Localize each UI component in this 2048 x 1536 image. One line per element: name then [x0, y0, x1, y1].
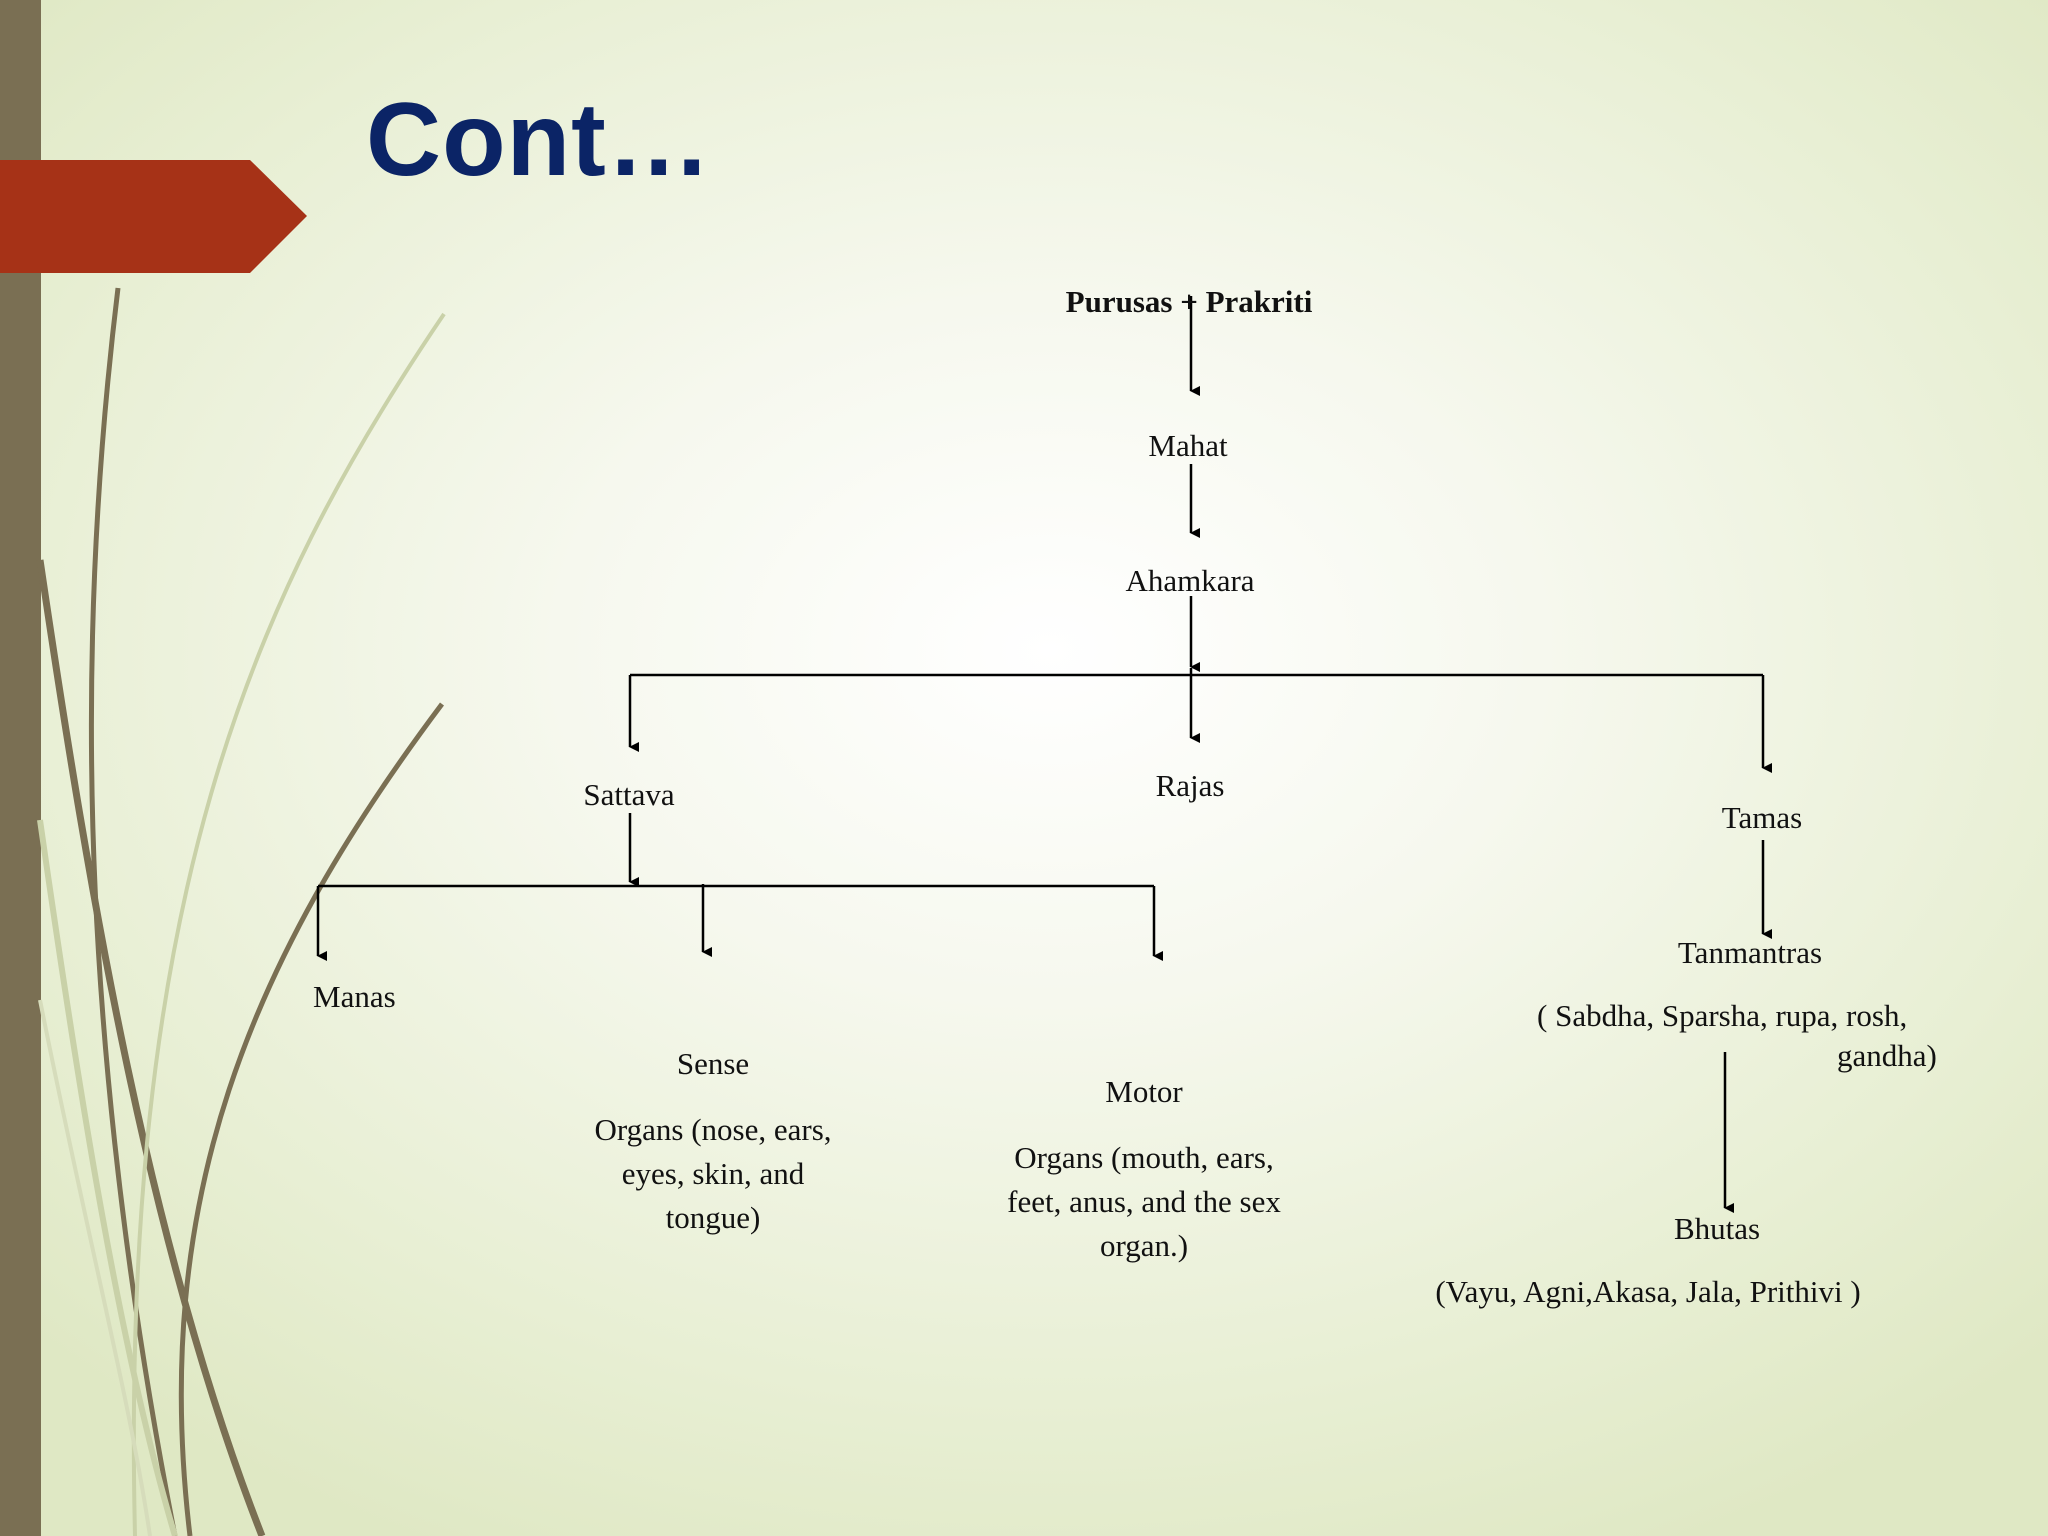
node-bhutas: Bhutas — [1673, 1211, 1761, 1246]
node-sense-desc-line-2: eyes, skin, and — [621, 1156, 805, 1191]
node-sense-desc-line-3: tongue) — [665, 1200, 761, 1235]
node-purusas-prakriti: Purusas + Prakriti — [1065, 284, 1313, 319]
node-sense-desc-line-1: Organs (nose, ears, — [594, 1112, 832, 1147]
node-tamas: Tamas — [1721, 800, 1803, 835]
node-tanmantras-desc-line-2: gandha) — [1837, 1038, 1937, 1073]
node-motor-title: Motor — [1105, 1074, 1183, 1109]
node-motor-desc-line-2: feet, anus, and the sex — [1007, 1184, 1281, 1219]
node-tanmantras-desc-line-1: ( Sabdha, Sparsha, rupa, rosh, — [1537, 998, 1908, 1033]
node-rajas: Rajas — [1155, 768, 1225, 803]
node-mahat: Mahat — [1148, 428, 1228, 463]
title-arrow-banner — [0, 160, 307, 273]
node-motor-desc-line-3: organ.) — [1099, 1228, 1189, 1263]
node-sattava: Sattava — [583, 777, 675, 812]
node-tanmantras: Tanmantras — [1677, 935, 1823, 970]
node-bhutas-desc: (Vayu, Agni,Akasa, Jala, Prithivi ) — [1435, 1274, 1861, 1309]
node-manas: Manas — [313, 979, 396, 1014]
node-motor-desc-line-1: Organs (mouth, ears, — [1014, 1140, 1274, 1175]
node-sense-title: Sense — [676, 1046, 750, 1081]
node-ahamkara: Ahamkara — [1125, 563, 1255, 598]
slide-title: Cont… — [366, 82, 712, 198]
